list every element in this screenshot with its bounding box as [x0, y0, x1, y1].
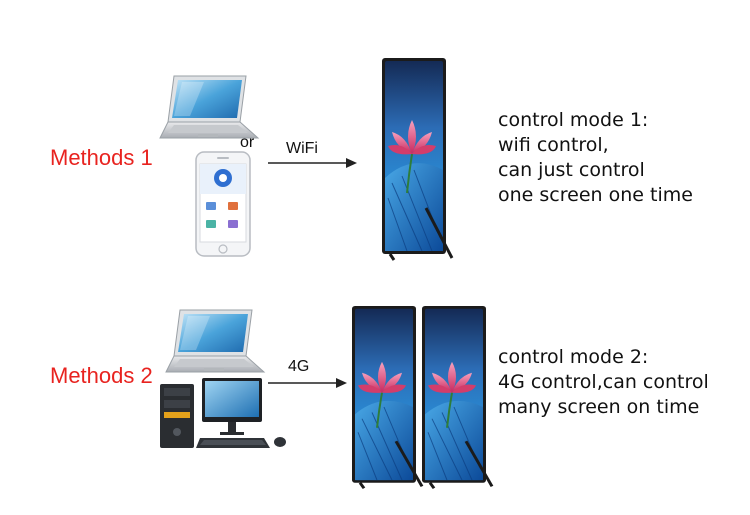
method-2-label: Methods 2	[50, 363, 153, 388]
mode-1-line: can just control	[498, 159, 645, 181]
mode-1-description: control mode 1: wifi control, can just c…	[498, 108, 693, 208]
desktop-computer-icon	[160, 378, 286, 448]
laptop-icon	[159, 75, 259, 139]
smartphone-icon	[195, 151, 251, 257]
led-poster-screen-icon	[350, 304, 424, 490]
arrow-right-icon	[268, 378, 347, 388]
method-1-label: Methods 1	[50, 145, 153, 170]
led-poster-screen-icon	[380, 56, 454, 262]
mode-2-line: 4G control,can control	[498, 371, 709, 393]
arrow-right-icon	[268, 158, 357, 168]
mode-1-line: control mode 1:	[498, 109, 649, 131]
laptop-icon	[165, 309, 265, 373]
led-poster-screen-icon	[420, 304, 494, 490]
mode-1-line: one screen one time	[498, 184, 693, 206]
wifi-label: WiFi	[286, 140, 318, 157]
mode-2-description: control mode 2: 4G control,can control m…	[498, 345, 709, 420]
mode-1-line: wifi control,	[498, 134, 609, 156]
mode-2-line: control mode 2:	[498, 346, 649, 368]
mode-2-line: many screen on time	[498, 396, 700, 418]
or-label: or	[240, 134, 255, 151]
4g-label: 4G	[288, 358, 310, 375]
